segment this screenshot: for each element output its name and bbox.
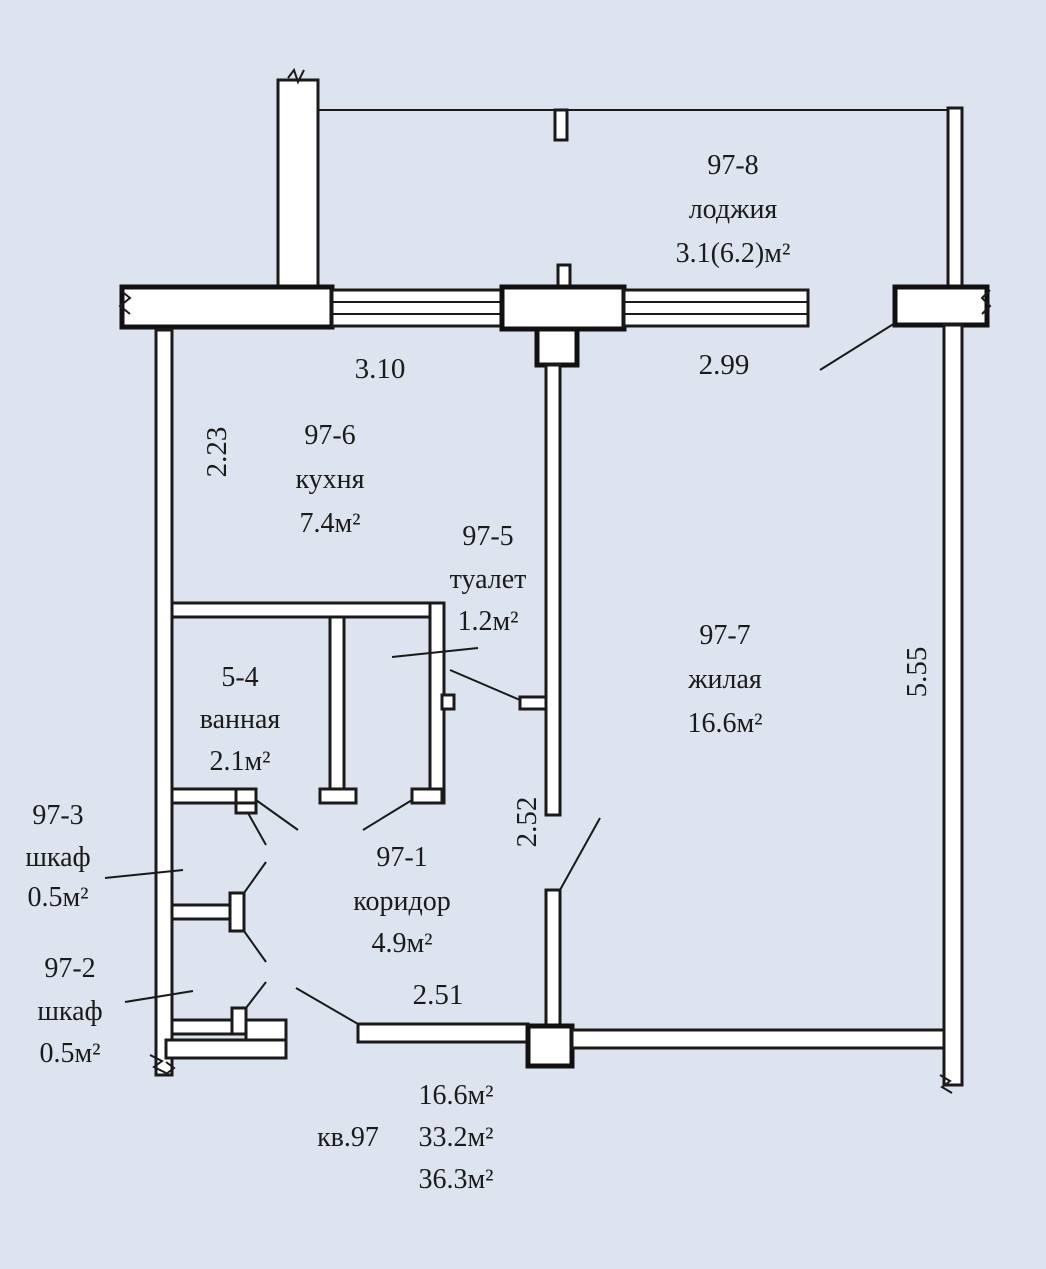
room-toilet-label: 97-5 туалет 1.2м² xyxy=(450,521,527,637)
dim-living-width: 2.99 xyxy=(699,349,750,381)
summary-total-area: 36.3м² xyxy=(418,1164,493,1195)
room-id: 97-3 xyxy=(32,800,83,831)
room-name: туалет xyxy=(450,564,527,595)
room-id: 97-5 xyxy=(462,521,513,552)
room-corridor-label: 97-1 коридор 4.9м² xyxy=(353,842,450,959)
room-loggia-label: 97-8 лоджия 3.1(6.2)м² xyxy=(676,150,791,269)
room-area: 16.6м² xyxy=(687,708,762,739)
room-id: 97-8 xyxy=(707,150,758,181)
room-name: ванная xyxy=(200,704,281,735)
room-name: шкаф xyxy=(37,996,102,1027)
room-name: шкаф xyxy=(25,842,90,873)
exterior-wall xyxy=(118,284,992,371)
apartment-number: кв.97 xyxy=(317,1122,379,1153)
dim-kitchen-width: 3.10 xyxy=(355,353,406,385)
room-area: 0.5м² xyxy=(39,1038,100,1069)
right-wall xyxy=(939,323,964,1094)
dim-corridor-width: 2.51 xyxy=(413,979,464,1011)
room-area: 3.1(6.2)м² xyxy=(676,238,791,269)
summary-usable-area: 33.2м² xyxy=(418,1122,493,1153)
room-id: 5-4 xyxy=(221,662,258,693)
bottom-walls xyxy=(295,817,946,1069)
room-area: 2.1м² xyxy=(209,746,270,777)
room-area: 1.2м² xyxy=(457,606,518,637)
sanitary-block xyxy=(170,601,479,831)
room-bath-label: 5-4 ванная 2.1м² xyxy=(200,662,281,777)
summary-living-area: 16.6м² xyxy=(418,1080,493,1111)
room-name: жилая xyxy=(687,664,762,695)
room-area: 4.9м² xyxy=(371,928,432,959)
room-area: 7.4м² xyxy=(299,508,360,539)
room-id: 97-2 xyxy=(44,953,95,984)
dim-living-depth: 5.55 xyxy=(901,647,933,698)
room-name: лоджия xyxy=(689,194,778,225)
room-name: кухня xyxy=(295,464,364,495)
left-wall xyxy=(149,328,288,1077)
room-id: 97-6 xyxy=(304,420,355,451)
room-name: коридор xyxy=(353,886,450,917)
closet-partitions xyxy=(104,787,288,1042)
room-closet3-label: 97-3 шкаф 0.5м² xyxy=(25,800,90,913)
apartment-summary: 16.6м² кв.97 33.2м² 36.3м² xyxy=(317,1080,493,1195)
dim-corridor-depth: 2.52 xyxy=(511,797,543,848)
room-living-label: 97-7 жилая 16.6м² xyxy=(687,620,762,739)
room-id: 97-1 xyxy=(376,842,427,873)
room-area: 0.5м² xyxy=(27,882,88,913)
dim-kitchen-depth: 2.23 xyxy=(201,427,233,478)
partition-kitchen-living xyxy=(449,363,562,817)
room-kitchen-label: 97-6 кухня 7.4м² xyxy=(295,420,364,539)
loggia-walls xyxy=(276,67,964,292)
room-id: 97-7 xyxy=(699,620,750,651)
room-closet2-label: 97-2 шкаф 0.5м² xyxy=(37,953,102,1069)
